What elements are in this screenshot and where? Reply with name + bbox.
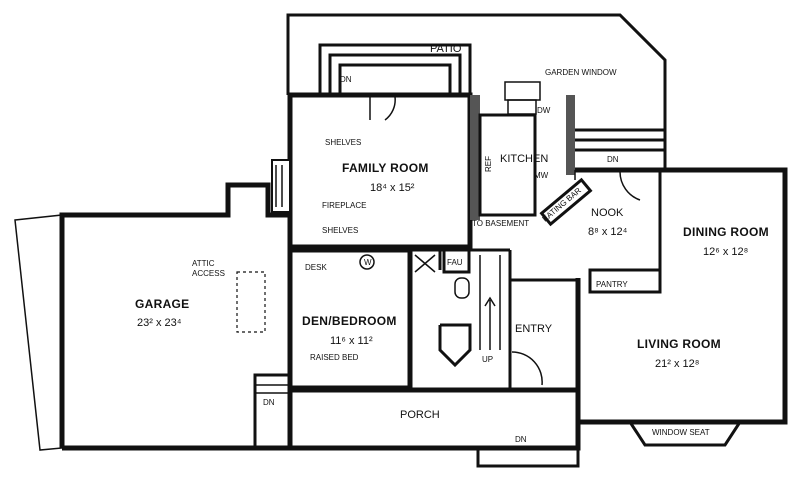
family-room-size: 18⁴ x 15²	[370, 182, 415, 194]
window-seat-label: WINDOW SEAT	[652, 428, 710, 437]
garage-name: GARAGE	[135, 297, 189, 311]
living-room-size: 21² x 12⁸	[655, 358, 699, 370]
patio-label: PATIO	[430, 43, 462, 55]
entry-label: ENTRY	[515, 323, 553, 335]
attic-access-label: ATTIC	[192, 259, 215, 268]
washer-icon	[359, 254, 375, 270]
dn-label: DN	[263, 398, 275, 407]
garage-apron	[14, 214, 63, 451]
kitchen-label: KITCHEN	[500, 153, 548, 165]
ref-label: REF	[484, 156, 493, 172]
pantry	[588, 268, 662, 294]
family-room-name: FAMILY ROOM	[342, 161, 429, 175]
shelves-label: SHELVES	[322, 226, 358, 235]
attic-access	[236, 271, 266, 333]
deck-outline	[286, 13, 667, 168]
porch-step	[476, 446, 580, 468]
to-basement-label: TO BASEMENT	[472, 219, 529, 228]
dining-room-name: DINING ROOM	[683, 225, 769, 239]
garage-size: 23² x 23⁴	[137, 317, 182, 329]
stair-arrow-icon	[484, 296, 496, 350]
eating-bar	[539, 177, 593, 227]
den-note: RAISED BED	[310, 353, 359, 362]
entry-door	[511, 351, 543, 386]
fau-closet	[442, 248, 471, 274]
dn-label: DN	[515, 435, 527, 444]
attic-access-label: ACCESS	[192, 269, 225, 278]
eating-bar-label: EATING BAR	[541, 186, 584, 224]
den-name: DEN/BEDROOM	[302, 314, 397, 328]
fireplace-icon	[271, 159, 291, 213]
washer-label: W	[364, 258, 372, 267]
nook-door	[619, 171, 641, 201]
pantry-label: PANTRY	[596, 280, 628, 289]
mw-label: MW	[534, 171, 549, 180]
bath-tub	[438, 323, 472, 368]
dw-label: DW	[537, 106, 551, 115]
nook-size: 8⁸ x 12⁴	[588, 226, 628, 238]
garden-window-label: GARDEN WINDOW	[545, 68, 617, 77]
den-size: 11⁶ x 11²	[330, 335, 373, 347]
dining-living-walls	[575, 167, 788, 425]
up-label: UP	[482, 355, 493, 364]
fireplace-label: FIREPLACE	[322, 201, 366, 210]
kitchen-counter	[478, 113, 537, 217]
fau-label: FAU	[447, 258, 463, 267]
porch-walls	[290, 387, 581, 451]
kitchen-side-wall	[566, 95, 575, 175]
bath-fixture	[454, 277, 470, 299]
sink-icon	[507, 99, 537, 115]
garage-steps	[253, 373, 292, 450]
window-seat-bay	[628, 421, 742, 447]
living-room-name: LIVING ROOM	[637, 337, 721, 351]
nook-name: NOOK	[591, 207, 624, 219]
dn-label: DN	[607, 155, 619, 164]
garden-window-icon	[504, 81, 541, 101]
patio-steps	[318, 43, 472, 95]
desk-label: DESK	[305, 263, 327, 272]
nook-steps	[575, 128, 665, 152]
porch-label: PORCH	[400, 409, 440, 421]
dryer-icon	[414, 254, 436, 273]
shelves-label: SHELVES	[325, 138, 361, 147]
family-room-door	[369, 96, 396, 121]
dining-room-size: 12⁶ x 12⁸	[703, 246, 748, 258]
dn-label: DN	[340, 75, 352, 84]
ref-wall	[470, 95, 480, 220]
